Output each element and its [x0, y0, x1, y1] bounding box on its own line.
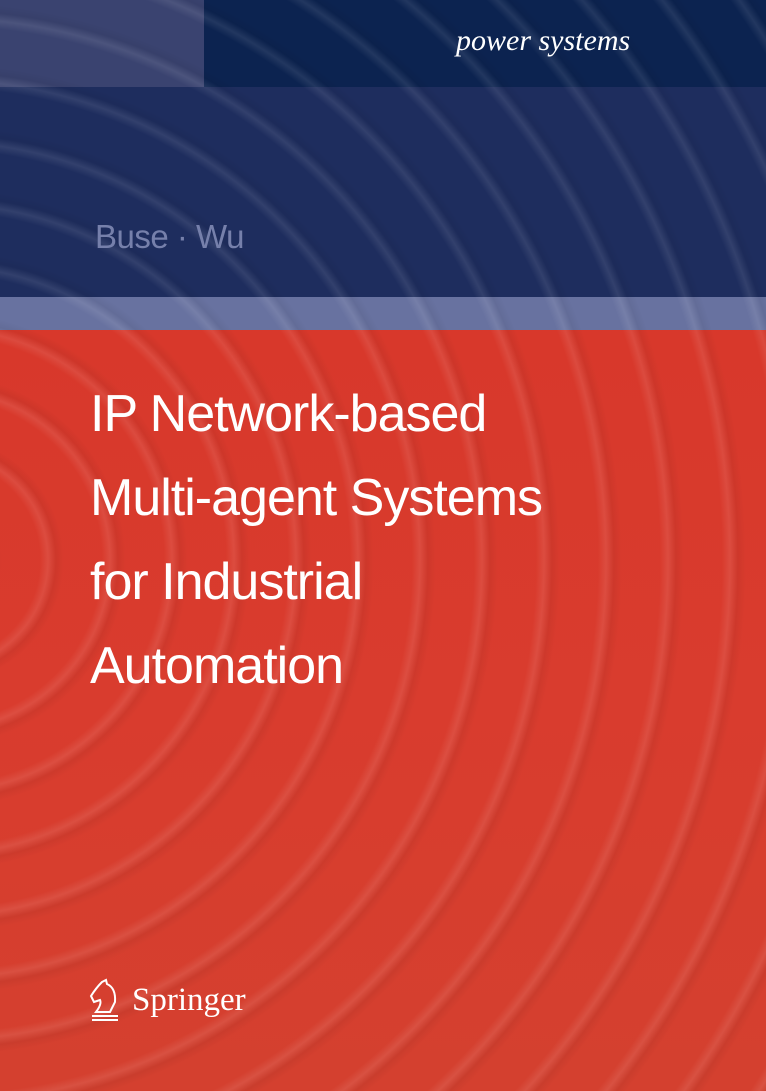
title-line: Automation	[90, 637, 344, 695]
publisher-logo: Springer	[88, 978, 246, 1022]
blue-panel	[0, 87, 766, 297]
red-background	[0, 330, 766, 1091]
book-title: IP Network-based Multi-agent Systems for…	[90, 372, 543, 708]
title-line: for Industrial	[90, 553, 363, 611]
authors: Buse · Wu	[95, 218, 244, 255]
title-line: Multi-agent Systems	[90, 469, 543, 527]
title-line: IP Network-based	[90, 385, 487, 443]
series-header	[204, 0, 766, 87]
top-left-block	[0, 0, 204, 87]
springer-horse-icon	[89, 978, 118, 1021]
series-name: power systems	[456, 24, 631, 57]
publisher-name: Springer	[132, 981, 246, 1018]
light-blue-band	[0, 297, 766, 330]
